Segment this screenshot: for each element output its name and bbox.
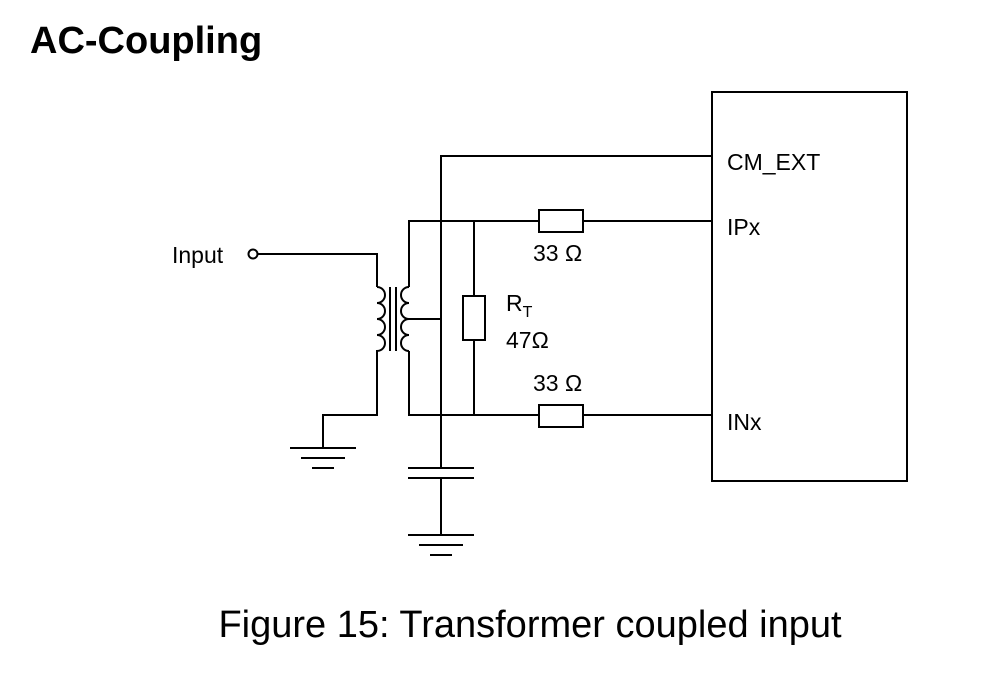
figure-caption: Figure 15: Transformer coupled input — [218, 604, 842, 646]
rt-subscript: T — [523, 304, 533, 321]
ground-symbol-primary — [290, 447, 356, 469]
input-terminal — [247, 248, 259, 260]
secondary-top-wire — [408, 220, 712, 287]
transformer-primary-coil — [376, 286, 386, 352]
secondary-bottom-wire — [408, 351, 712, 416]
rt-label: RT — [506, 290, 533, 321]
input-label: Input — [172, 242, 224, 268]
transformer-secondary-coil — [400, 286, 410, 352]
input-wire — [258, 253, 378, 287]
resistor-bottom-value: 33 Ω — [533, 370, 582, 396]
resistor-rt — [462, 295, 486, 341]
pin-inx-label: INx — [727, 409, 762, 435]
cm-ext-wire — [440, 155, 712, 534]
primary-ground-wire — [322, 350, 378, 447]
resistor-top — [538, 209, 584, 233]
page-title: AC-Coupling — [30, 20, 263, 62]
capacitor — [408, 467, 474, 479]
pin-ipx-label: IPx — [727, 214, 761, 240]
rt-name: R — [506, 290, 523, 316]
rt-value-label: 47Ω — [506, 327, 549, 353]
resistor-bottom — [538, 404, 584, 428]
ic-block — [711, 91, 908, 482]
pin-cm-ext-label: CM_EXT — [727, 149, 820, 175]
ground-symbol-capacitor — [408, 534, 474, 556]
transformer — [376, 286, 410, 352]
resistor-top-value: 33 Ω — [533, 240, 582, 266]
